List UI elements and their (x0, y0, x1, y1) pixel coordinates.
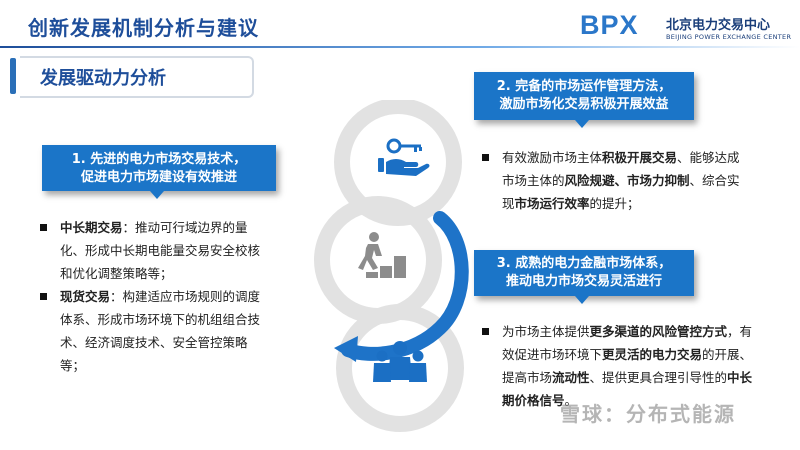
section-tab (20, 56, 254, 98)
bullet-text: ：构建适应市场规则的调度体系、形成市场环境下的机组组合技术、经济调度技术、安全管… (60, 289, 261, 373)
callout-management: 2. 完备的市场运作管理方法， 激励市场化交易积极开展效益 (474, 72, 694, 120)
bullet-text: 为市场主体提供 (502, 324, 590, 339)
blue-arc (341, 211, 469, 361)
right-bullet-list-2: 为市场主体提供更多渠道的风险管控方式，有效促进市场环境下更灵活的电力交易的开展、… (480, 320, 762, 412)
cycle-diagram (314, 100, 469, 432)
logo-mark: BPX (580, 10, 639, 40)
bullet-bold-text: 风险规避、市场力抑制 (564, 173, 690, 188)
bullet-bold-text: 市场运行效率 (514, 196, 590, 211)
callout-management-line2: 激励市场化交易积极开展效益 (499, 97, 669, 112)
bullet-square-icon (482, 328, 489, 335)
bullet-bold-text: 积极开展交易 (602, 150, 678, 165)
bullet-square-icon (40, 293, 47, 300)
callout-finance: 3. 成熟的电力金融市场体系， 推动电力市场交易灵活进行 (474, 250, 694, 296)
bullet-bold-text: 更灵活的电力交易 (602, 347, 703, 362)
blue-arc-arrowhead (334, 336, 358, 362)
logo-chinese-name: 北京电力交易中心 (666, 18, 771, 33)
bullet-text: 、提供更具合理引导性的 (589, 370, 728, 385)
bullet-text: ，有效促进市场环境下 (502, 324, 753, 362)
bullet-text: 有效激励市场主体 (502, 150, 603, 165)
logo: BPX 北京电力交易中心 BEIJING POWER EXCHANGE CENT… (580, 10, 792, 44)
bullet-term: 现货交易 (60, 289, 111, 304)
callout-management-line1: 2. 完备的市场运作管理方法， (496, 79, 672, 94)
callout-tech-pointer (150, 191, 164, 199)
callout-finance-pointer (575, 296, 589, 304)
section-title: 发展驱动力分析 (40, 68, 166, 89)
header-divider (0, 46, 800, 48)
bullet-text: ：推动可行域边界的量化、形成中长期电能量交易安全校核和优化调整策略等； (60, 220, 261, 281)
bullet-bold-text: 流动性 (552, 370, 590, 385)
callout-tech: 1. 先进的电力市场交易技术， 促进电力市场建设有效推进 (42, 145, 276, 191)
list-item: 为市场主体提供更多渠道的风险管控方式，有效促进市场环境下更灵活的电力交易的开展、… (480, 320, 762, 412)
callout-tech-line1: 1. 先进的电力市场交易技术， (71, 152, 247, 167)
list-item: 有效激励市场主体积极开展交易、能够达成市场主体的风险规避、市场力抑制、综合实现市… (480, 146, 750, 215)
callout-finance-line2: 推动电力市场交易灵活进行 (505, 274, 662, 289)
bullet-text: 。 (564, 393, 578, 408)
callout-finance-line1: 3. 成熟的电力金融市场体系， (496, 256, 672, 271)
hand-key-icon (378, 138, 430, 176)
team-people-icon (373, 341, 427, 382)
section-tab-accent (10, 58, 16, 94)
right-bullet-list-1: 有效激励市场主体积极开展交易、能够达成市场主体的风险规避、市场力抑制、综合实现市… (480, 146, 750, 215)
list-item: 现货交易：构建适应市场规则的调度体系、形成市场环境下的机组组合技术、经济调度技术… (38, 285, 270, 377)
list-item: 中长期交易：推动可行域边界的量化、形成中长期电能量交易安全校核和优化调整策略等； (38, 216, 270, 285)
bullet-text: 、能够达成市场主体的 (502, 150, 740, 188)
bullet-term: 中长期交易 (60, 220, 123, 235)
bullet-bold-text: 更多渠道的风险管控方式 (589, 324, 728, 339)
stairs-climber-icon (358, 232, 406, 278)
watermark: 雪球：分布式能源 (560, 402, 736, 426)
callout-management-pointer (575, 120, 589, 128)
bullet-bold-text: 中长期价格信号 (502, 370, 753, 408)
bullet-square-icon (482, 154, 489, 161)
bullet-text: 、综合实现 (502, 173, 740, 211)
bullet-text: 的开展、提高市场 (502, 347, 753, 385)
left-bullet-list: 中长期交易：推动可行域边界的量化、形成中长期电能量交易安全校核和优化调整策略等；… (38, 216, 270, 377)
logo-english-name: BEIJING POWER EXCHANGE CENTER (666, 33, 792, 41)
bullet-square-icon (40, 224, 47, 231)
page-title: 创新发展机制分析与建议 (28, 16, 259, 40)
callout-tech-line2: 促进电力市场建设有效推进 (80, 170, 237, 185)
circle-top (334, 100, 462, 226)
circle-bottom (336, 304, 464, 432)
bullet-text: 的提升； (589, 196, 640, 211)
